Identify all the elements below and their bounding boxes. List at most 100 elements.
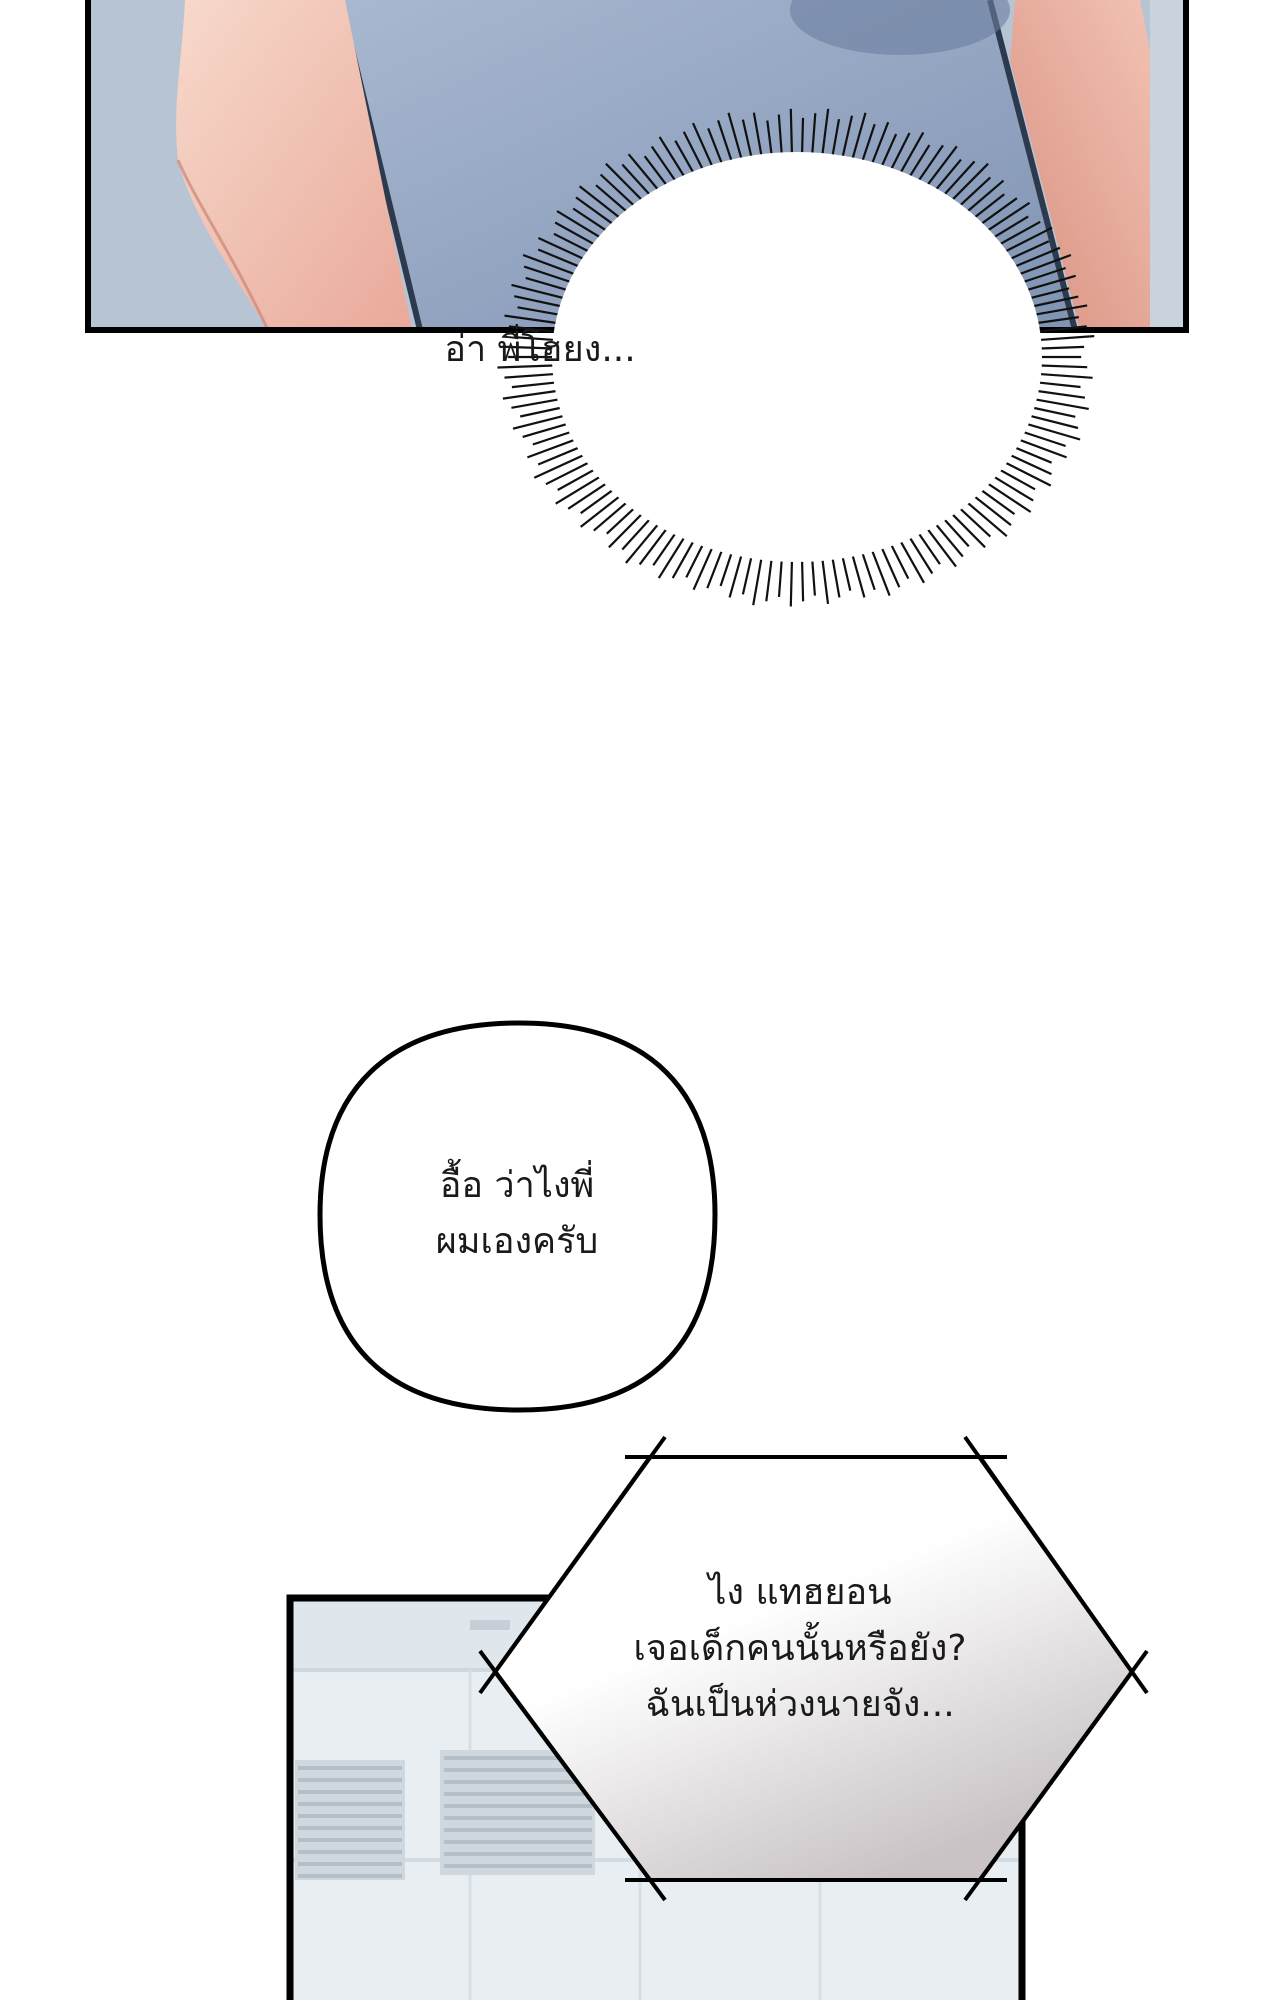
burst-ray: [777, 557, 783, 597]
burst-ray: [971, 193, 1005, 221]
burst-ray: [497, 364, 558, 369]
burst-ray: [752, 555, 763, 606]
burst-ray: [608, 511, 645, 549]
hexagon-bubble-line-1: ไง แทฮยอน: [708, 1572, 892, 1613]
burst-ray: [990, 474, 1034, 502]
hexagon-extended-lines: [478, 1435, 1149, 1902]
burst-ray: [870, 121, 890, 167]
burst-ray: [1029, 295, 1079, 309]
burst-ray: [1006, 240, 1050, 262]
burst-ray: [511, 397, 563, 409]
burst-ray: [580, 487, 616, 515]
burst-ray: [728, 552, 744, 598]
burst-ray: [933, 158, 962, 193]
burst-ray: [941, 160, 976, 198]
burst-ray: [605, 162, 645, 203]
burst-ray: [580, 493, 623, 528]
burst-ray: [821, 556, 830, 605]
burst-ray: [898, 131, 925, 176]
burst-ray: [556, 210, 604, 240]
burst-ray: [789, 557, 794, 607]
burst-ray: [638, 525, 670, 566]
burst-ray: [1015, 253, 1072, 277]
burst-ray: [956, 505, 992, 538]
burst-bubble-line: อ่า พี่โฮยง...: [444, 329, 636, 370]
burst-ray: [502, 345, 558, 350]
burst-ray: [691, 122, 715, 170]
burst-ray: [978, 487, 1016, 515]
burst-ray: [621, 163, 653, 198]
burst-ray: [850, 552, 866, 598]
burst-ray: [511, 381, 559, 389]
burst-ray: [777, 114, 783, 157]
burst-ray: [1036, 335, 1095, 342]
burst-rays: [497, 108, 1095, 607]
burst-ray: [1001, 226, 1053, 254]
burst-ray: [941, 516, 970, 548]
burst-ray: [964, 179, 1005, 215]
burst-ray: [741, 119, 754, 160]
burst-ray: [1036, 364, 1088, 369]
burst-ray: [674, 140, 696, 176]
burst-ray: [840, 554, 852, 591]
burst-ray: [517, 306, 563, 317]
burst-ray: [1023, 274, 1077, 292]
burst-ray: [924, 525, 957, 568]
burst-ray: [984, 201, 1031, 234]
burst-ray: [1011, 246, 1061, 269]
burst-ray: [956, 176, 992, 209]
burst-ray: [553, 232, 593, 254]
burst-ray: [860, 550, 876, 591]
burst-ray: [537, 237, 588, 262]
burst-ray: [537, 445, 583, 466]
burst-ray: [508, 325, 559, 333]
burst-ray: [907, 534, 934, 575]
burst-ray: [831, 119, 841, 159]
burst-ray: [599, 173, 638, 209]
burst-ray: [523, 265, 575, 285]
burst-ray: [964, 499, 1008, 538]
burst-ray: [707, 128, 724, 167]
burst-ray: [1019, 429, 1066, 448]
burst-ray: [949, 511, 986, 549]
burst-ray: [525, 276, 571, 292]
burst-ray: [1001, 460, 1052, 487]
burst-ray: [889, 132, 911, 173]
burst-ray: [555, 474, 604, 505]
burst-ray: [1035, 381, 1081, 389]
hexagon-bubble-text: ไง แทฮยอน เจอเด็กคนนั้นหรือยัง? ฉันเป็นห…: [520, 1565, 1080, 1732]
burst-ray: [1011, 445, 1053, 464]
burst-ray: [522, 253, 579, 277]
burst-ray: [671, 538, 696, 579]
burst-ray: [984, 480, 1032, 513]
burst-ray: [978, 197, 1018, 227]
hexagon-bubble-line-2: เจอเด็กคนนั้นหรือยัง?: [633, 1627, 967, 1669]
burst-ray: [692, 544, 715, 591]
burst-ray: [831, 555, 841, 598]
burst-ray: [567, 480, 610, 510]
burst-ray: [706, 547, 724, 589]
burst-bubble: [552, 152, 1042, 562]
burst-ray: [996, 467, 1036, 491]
burst-ray: [1031, 397, 1089, 410]
burst-ray: [1026, 414, 1079, 430]
burst-ray: [578, 185, 623, 221]
burst-ray: [504, 372, 558, 379]
burst-ray: [870, 547, 891, 596]
burst-ray: [1015, 437, 1067, 459]
burst-ray: [850, 112, 867, 162]
burst-ray: [1036, 345, 1085, 350]
rounded-bubble-text: อื้อ ว่าไงพี่ ผมเองครับ: [317, 1158, 717, 1270]
burst-ray: [572, 207, 610, 234]
burst-ray: [811, 113, 817, 157]
burst-bubble-text: อ่า พี่โฮยง...: [290, 322, 790, 378]
burst-ray: [557, 467, 598, 491]
burst-ray: [554, 221, 598, 247]
rounded-speech-bubble: [317, 1020, 718, 1413]
burst-ray: [513, 295, 565, 309]
burst-ray: [971, 493, 1012, 526]
burst-ray: [652, 530, 678, 566]
burst-ray: [766, 120, 773, 158]
burst-ray: [537, 248, 583, 269]
